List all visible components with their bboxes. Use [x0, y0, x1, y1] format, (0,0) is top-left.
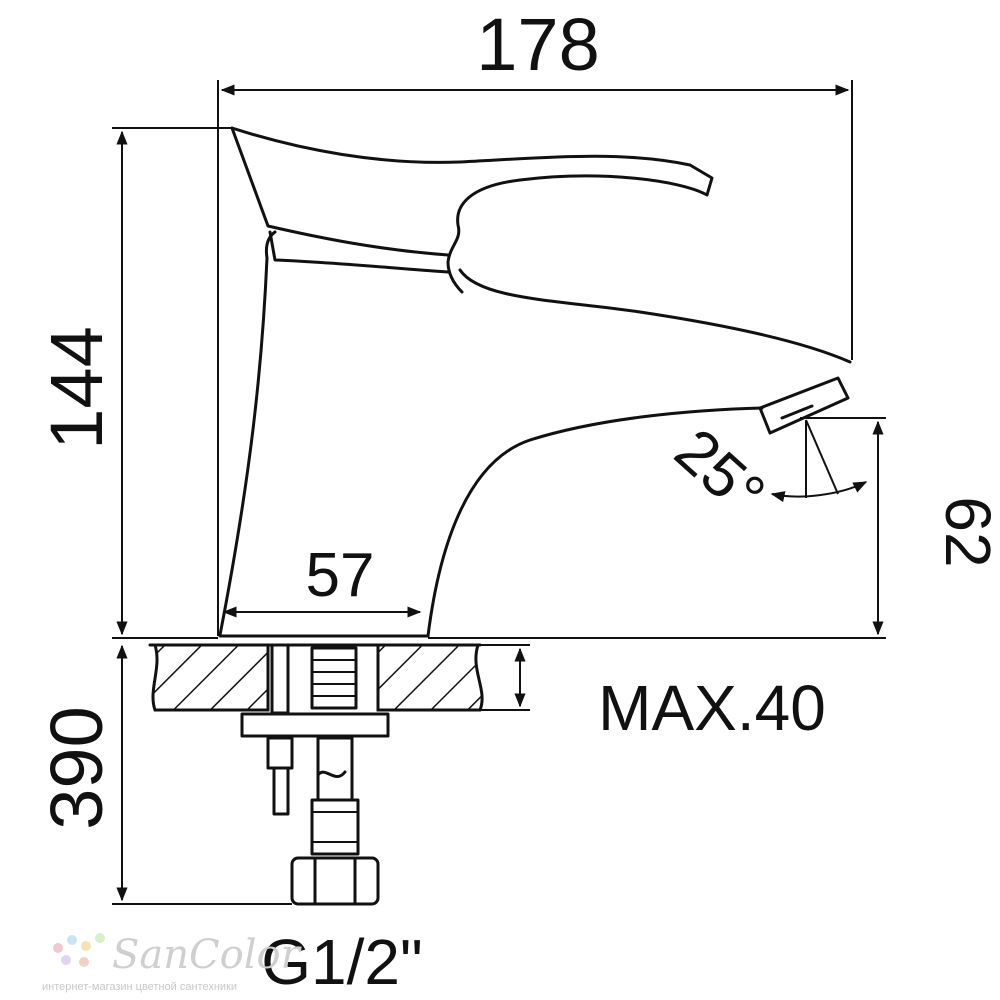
dimension-spout-height-label: 62 [932, 496, 1000, 567]
dimension-max-thickness-label: MAX.40 [598, 672, 826, 744]
dimension-angle-label: 25° [662, 416, 778, 530]
dimension-height-label: 144 [35, 326, 118, 449]
faucet-lever [230, 126, 714, 294]
dimension-width-label: 178 [476, 3, 599, 86]
dimension-thread-label: G1/2" [261, 926, 422, 998]
countertop-section [148, 643, 484, 712]
dimension-base-label: 57 [306, 541, 375, 610]
dimension-lines [112, 80, 886, 905]
watermark-dots-icon [53, 933, 105, 967]
watermark-logo: SanColor интернет-магазин цветной сантех… [42, 932, 303, 993]
dimension-hose-length-label: 390 [35, 706, 118, 829]
watermark-tagline: интернет-магазин цветной сантехники [42, 981, 237, 993]
faucet-body [218, 230, 852, 638]
mounting-hardware [240, 643, 390, 906]
watermark-brand: SanColor [112, 932, 303, 978]
